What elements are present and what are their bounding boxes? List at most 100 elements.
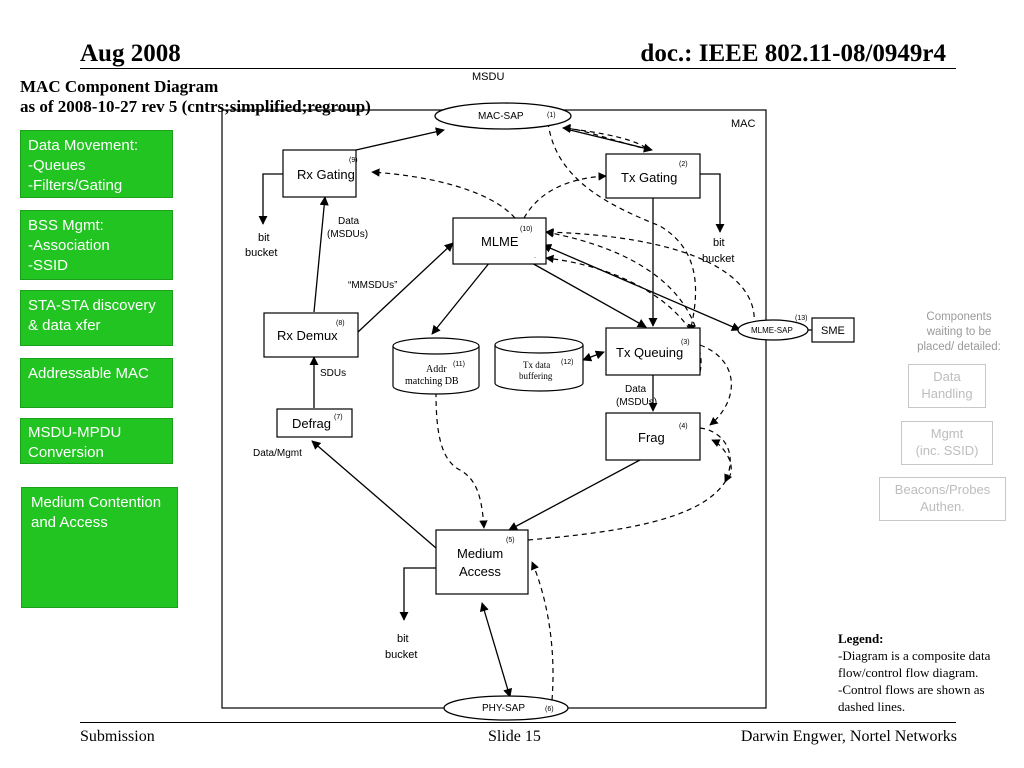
mlme-num: (10) [520, 226, 532, 233]
tx-queuing-box [605, 327, 701, 376]
ctrl-txqueuing-to-frag [699, 344, 732, 426]
frag-label: Frag [638, 430, 665, 445]
tx-gating-label: Tx Gating [621, 170, 677, 185]
mac-sap-num: (1) [547, 112, 556, 119]
ctrl-physap-to-medium [531, 561, 554, 701]
ctrl-txqueuing-to-mlme [545, 229, 701, 345]
arrow-txbuffer-txqueuing [582, 350, 605, 362]
sdus-label: SDUs [320, 368, 346, 379]
component-beacons-probes: Beacons/Probes Authen. [879, 477, 1006, 521]
sidebar-text: -Filters/Gating [28, 177, 123, 194]
sidebar-text: MSDU-MPDU [28, 424, 122, 441]
tx-buffer-top [494, 336, 584, 354]
sidebar-text: BSS Mgmt: [28, 217, 104, 234]
phy-sap-label: PHY-SAP [482, 703, 525, 714]
arrow-mlme-to-txqueuing [529, 261, 647, 328]
sidebar-text: Addressable MAC [28, 365, 149, 382]
arrow-txgating-to-bitbucket [700, 173, 725, 233]
header-doc-id: doc.: IEEE 802.11-08/0949r4 [640, 40, 946, 67]
rx-gating-num: (9) [349, 157, 358, 164]
defrag-box [276, 408, 353, 438]
component-mgmt: Mgmt (inc. SSID) [901, 421, 993, 465]
mlme-box [452, 217, 547, 265]
sidebar-box-data-movement: Data Movement: -Queues -Filters/Gating [20, 130, 173, 198]
addr-db-label-1: Addr [426, 364, 447, 375]
ctrl-txgating-macsap [562, 123, 651, 151]
ctrl-macsap-txgating [562, 124, 649, 151]
tx-buffer-label-1: Tx data [523, 360, 550, 370]
arrow-medium-physap [479, 602, 513, 698]
component-text: Authen. [920, 499, 965, 514]
sidebar-text: and Access [31, 514, 108, 531]
sidebar-text: Data Movement: [28, 137, 139, 154]
ctrl-frag-right [699, 427, 733, 483]
tx-data-label-1: Data [625, 384, 647, 395]
medium-access-box [435, 529, 529, 595]
legend-line: -Diagram is a composite data [838, 648, 991, 663]
frag-box [605, 412, 701, 461]
component-data-handling: Data Handling [908, 364, 986, 408]
medium-access-label-1: Medium [457, 546, 503, 561]
sidebar-box-addressable-mac: Addressable MAC [20, 358, 173, 408]
msdu-label: MSDU [472, 71, 504, 83]
phy-sap [443, 695, 569, 721]
sidebar-text: Conversion [28, 444, 104, 461]
tx-queuing-label: Tx Queuing [616, 345, 683, 360]
arrow-rxdemux-to-rxgating [313, 196, 329, 313]
medium-access-num: (5) [506, 537, 515, 544]
legend-line: -Control flows are shown as [838, 682, 985, 697]
components-heading-line: Components [926, 311, 992, 323]
header-date: Aug 2008 [80, 40, 181, 67]
tx-buffer-num: (12) [561, 359, 573, 366]
medium-bucket-label: bucket [385, 649, 417, 661]
sidebar-box-sta-sta: STA-STA discovery & data xfer [20, 290, 173, 346]
defrag-label: Defrag [292, 416, 331, 431]
arrow-rxdemux-to-mlme [357, 242, 454, 333]
rx-data-label-1: Data [338, 216, 360, 227]
mlme-sap-label: MLME-SAP [751, 326, 793, 335]
mlme-label: MLME [481, 234, 519, 249]
legend-title: Legend: [838, 631, 884, 646]
rx-bucket-label: bucket [245, 247, 277, 259]
medium-bit-label: bit [397, 633, 409, 645]
components-heading-line: waiting to be [926, 326, 992, 338]
mac-sap-label: MAC-SAP [478, 111, 524, 122]
sidebar-text: -Queues [28, 157, 86, 174]
ctrl-mlmesap-to-mlme [545, 228, 755, 327]
legend: Legend: -Diagram is a composite data flo… [838, 630, 990, 715]
rx-demux-box [263, 312, 359, 358]
tx-gating-num: (2) [679, 161, 688, 168]
ctrl-mlme-to-txgating [523, 172, 607, 219]
component-text: Mgmt [930, 426, 964, 441]
tx-bit-label: bit [713, 237, 725, 249]
title-line-2: as of 2008-10-27 rev 5 (cntrs;simplified… [20, 97, 371, 116]
footer-submission: Submission [80, 728, 155, 745]
ctrl-addrdb-to-medium [435, 391, 488, 529]
ctrl-mlme-to-rxgating [371, 168, 516, 219]
sidebar-box-msdu-mpdu: MSDU-MPDU Conversion [20, 418, 173, 464]
tx-queuing-num: (3) [681, 339, 690, 346]
data-mgmt-label: Data/Mgmt [253, 448, 302, 459]
sidebar-box-bss-mgmt: BSS Mgmt: -Association -SSID [20, 210, 173, 280]
mmsdus-label: “MMSDUs” [348, 280, 397, 291]
header-rule [80, 68, 956, 69]
ctrl-txqueuing-mlme-2 [545, 254, 702, 373]
sidebar-text: & data xfer [28, 317, 101, 334]
sme-label: SME [821, 325, 845, 337]
addr-db-label-2: matching DB [405, 376, 459, 387]
tx-bucket-label: bucket [702, 253, 734, 265]
sme-box [811, 317, 855, 343]
mlme-sap [737, 319, 809, 341]
sidebar-text: -SSID [28, 257, 69, 274]
phy-sap-num: (6) [545, 706, 554, 713]
sidebar-text: -Association [28, 237, 110, 254]
arrow-frag-to-medium [508, 459, 641, 531]
frag-num: (4) [679, 423, 688, 430]
arrow-medium-to-defrag [311, 440, 437, 549]
tx-buffer-label-2: buffering [519, 371, 553, 381]
rx-data-label-2: (MSDUs) [327, 229, 368, 240]
legend-line: flow/control flow diagram. [838, 665, 979, 680]
component-text: Handling [921, 386, 973, 401]
page-title: MAC Component Diagram as of 2008-10-27 r… [20, 77, 371, 117]
